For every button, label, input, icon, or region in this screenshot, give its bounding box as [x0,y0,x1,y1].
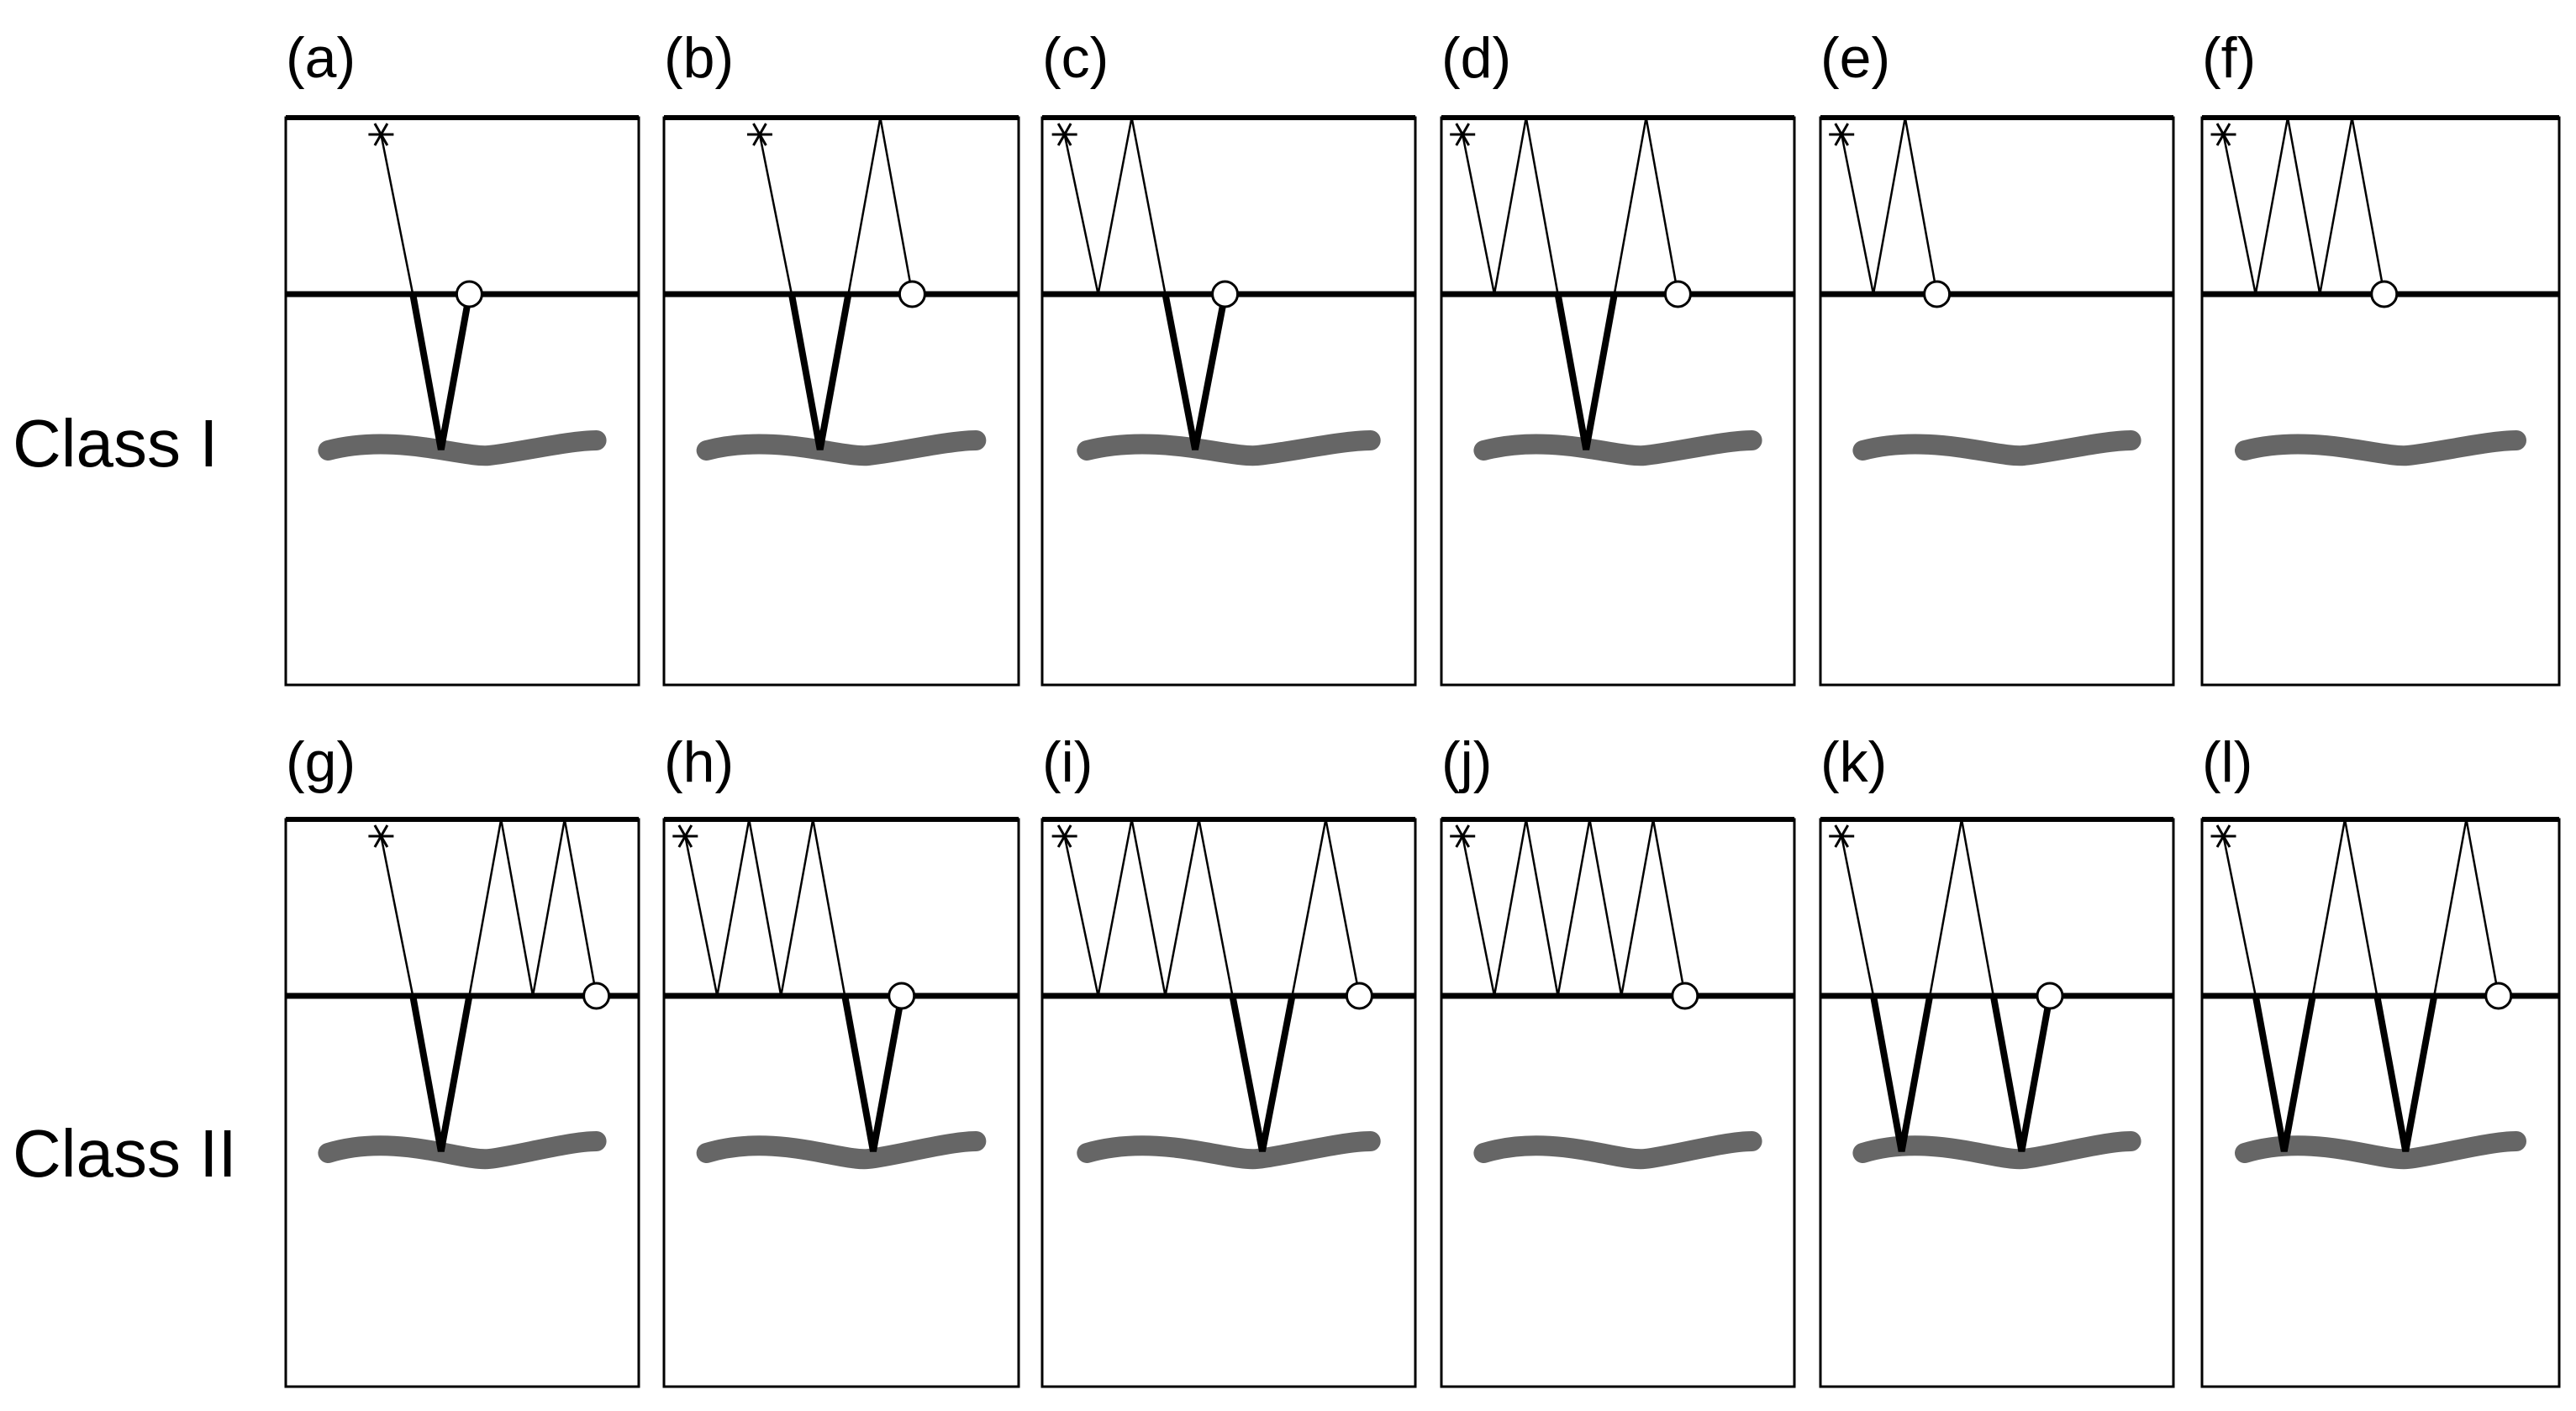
deep-ray-path [1870,995,1934,1152]
asterisk-icon [672,824,698,848]
open-circle-icon [1923,280,1952,308]
panel-g: (g) [284,730,640,1388]
reflector [1852,1131,2141,1170]
reflector [318,430,607,466]
panel-k: (k) [1819,730,2175,1388]
asterisk-icon [2210,824,2236,848]
panel-frame [662,818,1020,1388]
panel-frame [2200,116,2561,687]
panel-label: (c) [1042,26,1109,90]
deep-ray-path [1162,293,1229,450]
panel-label: (i) [1042,730,1093,794]
panel-l: (l) [2200,730,2561,1388]
reflector [1473,1131,1762,1170]
panel-frame [1040,116,1417,687]
ray-path [758,117,914,296]
panel-i: (i) [1040,730,1417,1388]
ray-path [1063,819,1361,998]
panel-label: (k) [1820,730,1887,794]
panel-frame [662,116,1020,687]
panel-f: (f) [2200,26,2561,687]
panel-e: (e) [1819,26,2175,687]
open-circle-icon [2484,982,2513,1010]
ray-path [684,819,902,998]
reflector [696,1131,987,1170]
open-circle-icon [1671,982,1699,1010]
open-circle-icon [1345,982,1373,1010]
row-label-class-2: Class II [13,1116,237,1191]
ray-path [1461,117,1679,296]
deep-ray-path [409,293,473,450]
ray-path [2222,819,2500,998]
panel-j: (j) [1440,730,1796,1388]
panel-label: (h) [664,730,734,794]
panel-frame [1819,116,2175,687]
row-label-class-1: Class I [13,406,219,481]
deep-ray-path [1554,293,1618,450]
asterisk-icon [1829,824,1855,848]
deep-ray-path [2373,995,2438,1152]
open-circle-icon [1663,280,1692,308]
panel-frame [1819,818,2175,1388]
open-circle-icon [455,280,483,308]
deep-ray-path [409,995,473,1152]
panel-frame [1440,818,1796,1388]
reflector [696,430,987,466]
reflector [1852,430,2141,466]
asterisk-icon [1450,824,1476,848]
ray-path [1461,819,1687,997]
panel-c: (c) [1040,26,1417,687]
panel-frame [2200,818,2561,1388]
panel-label: (a) [286,26,356,90]
deep-ray-path [1989,995,2053,1152]
panel-frame [1440,116,1796,687]
deep-ray-path [788,293,852,450]
panel-b: (b) [662,26,1020,687]
asterisk-icon [1051,123,1077,146]
deep-ray-path [2252,995,2316,1152]
panel-frame [284,116,640,687]
asterisk-icon [1829,123,1855,146]
deep-ray-path [841,995,905,1152]
panel-frame [1040,818,1417,1388]
open-circle-icon [888,982,916,1010]
reflector [1077,1131,1381,1170]
asterisk-icon [368,123,394,146]
panel-d: (d) [1440,26,1796,687]
ray-path [1063,117,1225,296]
ray-path [380,134,470,296]
reflector [318,1131,607,1170]
ray-path [380,819,598,998]
open-circle-icon [898,280,926,308]
panel-h: (h) [662,730,1020,1388]
asterisk-icon [2210,123,2236,146]
panel-label: (f) [2202,26,2256,90]
panel-label: (b) [664,26,734,90]
reflector [2235,1131,2526,1170]
ray-path [1840,819,2050,998]
reflector [1473,430,1762,466]
ray-path [1840,117,1938,295]
asterisk-icon [368,824,394,848]
reflector [2235,430,2526,466]
deep-ray-path [1229,995,1296,1152]
ray-path [2222,117,2385,295]
asterisk-icon [746,123,772,146]
open-circle-icon [582,982,611,1010]
asterisk-icon [1450,123,1476,146]
panel-label: (g) [286,730,356,794]
panel-a: (a) [284,26,640,687]
panel-label: (j) [1441,730,1492,794]
panel-label: (e) [1820,26,1890,90]
asterisk-icon [1051,824,1077,848]
open-circle-icon [2370,280,2399,308]
open-circle-icon [1211,280,1240,308]
panel-frame [284,818,640,1388]
panel-label: (l) [2202,730,2252,794]
open-circle-icon [2036,982,2064,1010]
reflector [1077,430,1381,466]
panels-group: (a) (b) (c) (d) (e) (f) (g) (h) (i) (j) (k) (l) [284,26,2561,1388]
panel-label: (d) [1441,26,1511,90]
